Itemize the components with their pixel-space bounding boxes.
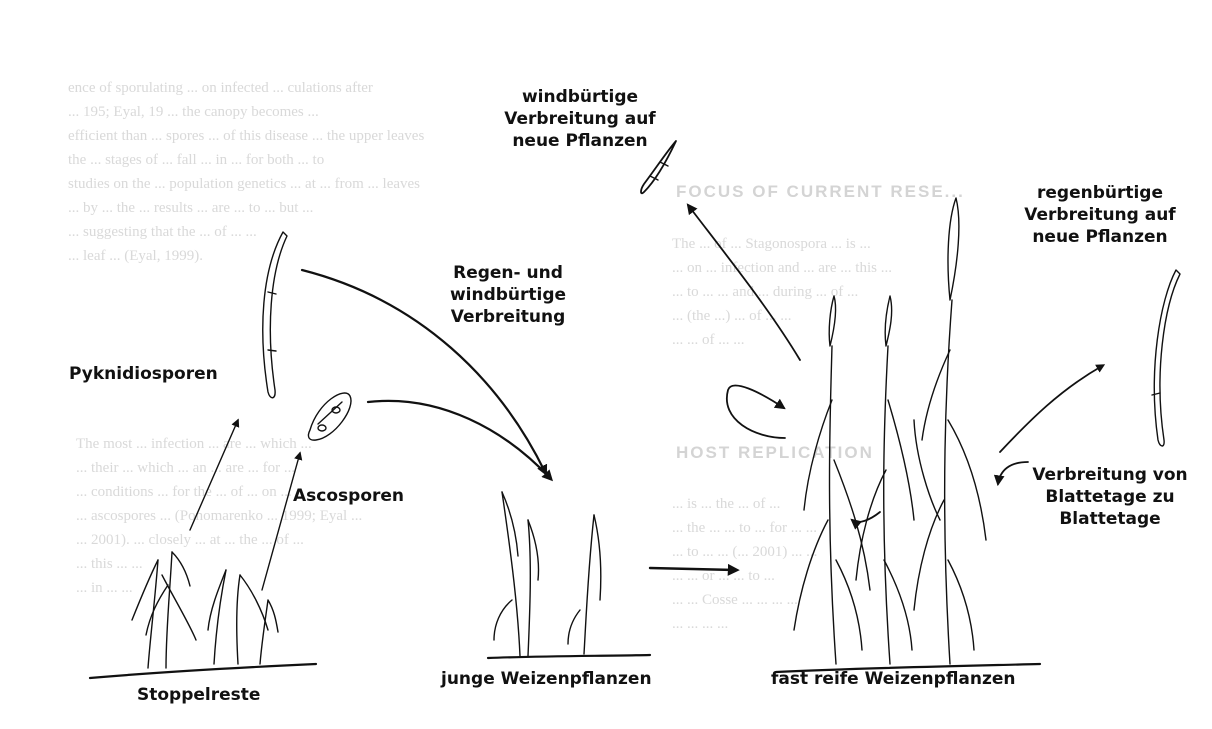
spore-right-shape: [1152, 270, 1180, 446]
arrows: [190, 205, 1102, 590]
stubble-plants: [90, 552, 316, 678]
label-pyknidiosporen: Pyknidiosporen: [69, 363, 218, 385]
label-fast-reife-weizenpflanzen: fast reife Weizenpflanzen: [771, 668, 1016, 690]
label-junge-weizenpflanzen: junge Weizenpflanzen: [441, 668, 652, 690]
label-stoppelreste: Stoppelreste: [137, 684, 260, 706]
label-regen-wind-verbreitung: Regen- und windbürtige Verbreitung: [428, 262, 588, 328]
pycnidiospore-shape: [263, 232, 287, 398]
label-ascosporen: Ascosporen: [293, 485, 404, 507]
label-windbuertige-verbreitung: windbürtige Verbreitung auf neue Pflanze…: [480, 86, 680, 152]
label-regenbuertige-verbreitung: regenbürtige Verbreitung auf neue Pflanz…: [1000, 182, 1200, 248]
ascospore-shape: [308, 393, 351, 440]
mature-wheat-plants: [776, 198, 1040, 672]
label-blattetage-verbreitung: Verbreitung von Blattetage zu Blattetage: [1020, 464, 1200, 530]
young-wheat-plants: [488, 492, 650, 658]
